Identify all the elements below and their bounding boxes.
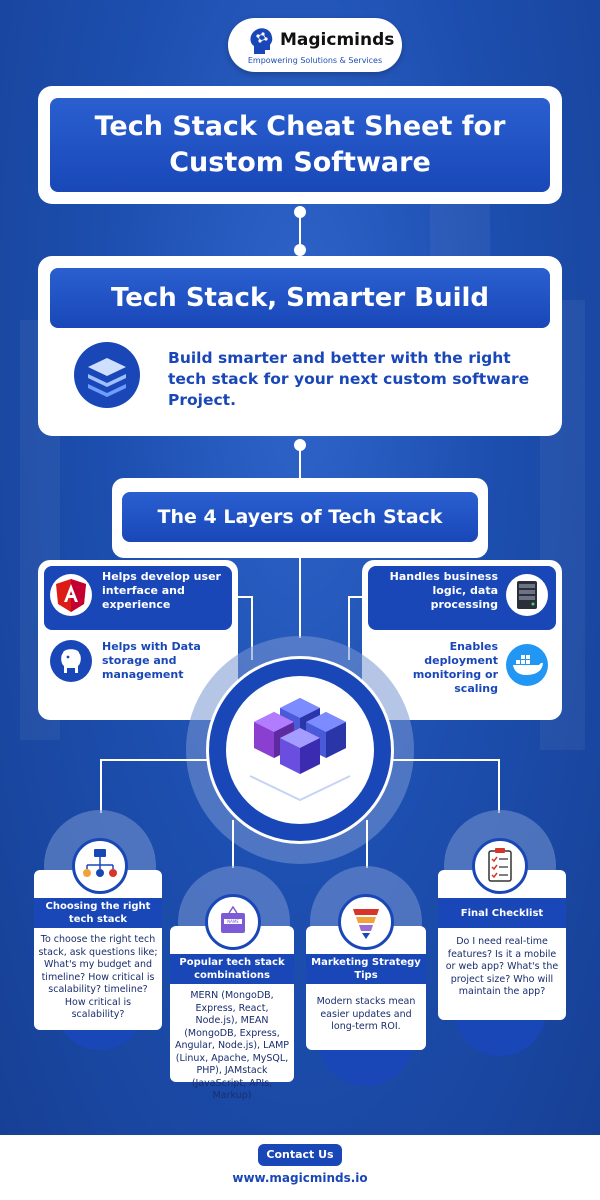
- connector-line: [299, 212, 301, 250]
- docker-icon: [506, 644, 548, 686]
- layer-devops-text: Enables deployment monitoring or scaling: [412, 640, 498, 695]
- brain-head-icon: [250, 28, 273, 54]
- card-choosing-title: Choosing the right tech stack: [34, 898, 162, 928]
- title-line-1: Tech Stack Cheat Sheet for: [94, 111, 506, 142]
- connector-line: [232, 820, 234, 868]
- stack-layers-icon: [74, 342, 140, 408]
- connector-line: [299, 558, 301, 638]
- server-icon: [506, 574, 548, 616]
- website-link[interactable]: www.magicminds.io: [232, 1171, 368, 1185]
- angular-icon: [50, 574, 92, 616]
- connector-line: [238, 596, 252, 598]
- brand-logo[interactable]: Magicminds Empowering Solutions & Servic…: [228, 18, 402, 72]
- card-combinations: Popular tech stack combinations MERN (Mo…: [170, 926, 294, 1101]
- card-checklist-body: Do I need real-time features? Is it a mo…: [445, 936, 559, 997]
- card-combinations-title: Popular tech stack combinations: [170, 954, 294, 984]
- contact-us-button[interactable]: Contact Us: [258, 1144, 342, 1166]
- connector-line: [498, 759, 500, 813]
- layers-heading: The 4 Layers of Tech Stack: [122, 492, 478, 542]
- flowchart-icon: [72, 838, 128, 894]
- connector-line: [348, 596, 350, 660]
- card-marketing-title: Marketing Strategy Tips: [306, 954, 426, 984]
- brand-name: Magicminds: [280, 30, 395, 50]
- postgresql-icon: [50, 640, 92, 682]
- connector-line: [251, 596, 253, 660]
- brand-tagline: Empowering Solutions & Services: [247, 56, 383, 65]
- smarter-build-heading: Tech Stack, Smarter Build: [50, 268, 550, 328]
- svg-text:NAME: NAME: [227, 919, 239, 924]
- name-tag-icon: NAME: [205, 894, 261, 950]
- smarter-build-description: Build smarter and better with the right …: [168, 349, 530, 409]
- connector-line: [366, 820, 368, 868]
- connector-line: [392, 759, 500, 761]
- card-checklist: Final Checklist Do I need real-time feat…: [438, 870, 566, 1020]
- card-choosing-body: To choose the right tech stack, ask ques…: [38, 934, 158, 1020]
- layer-frontend-text: Helps develop user interface and experie…: [102, 570, 221, 611]
- funnel-icon: [338, 894, 394, 950]
- connector-line: [299, 445, 301, 479]
- layer-backend-text: Handles business logic, data processing: [389, 570, 498, 611]
- title-line-2: Custom Software: [169, 147, 431, 178]
- card-marketing-body: Modern stacks mean easier updates and lo…: [316, 996, 416, 1032]
- connector-line: [100, 759, 208, 761]
- checklist-icon: [472, 838, 528, 894]
- server-cubes-icon: [226, 676, 374, 824]
- card-choosing: Choosing the right tech stack To choose …: [34, 870, 162, 1030]
- connector-line: [348, 596, 362, 598]
- page-title: Tech Stack Cheat Sheet for Custom Softwa…: [50, 98, 550, 192]
- connector-dot: [294, 244, 306, 256]
- card-combinations-body: MERN (MongoDB, Express, React, Node.js),…: [174, 990, 290, 1101]
- card-checklist-title: Final Checklist: [438, 898, 566, 928]
- connector-line: [100, 759, 102, 813]
- layer-database-text: Helps with Data storage and management: [102, 640, 201, 681]
